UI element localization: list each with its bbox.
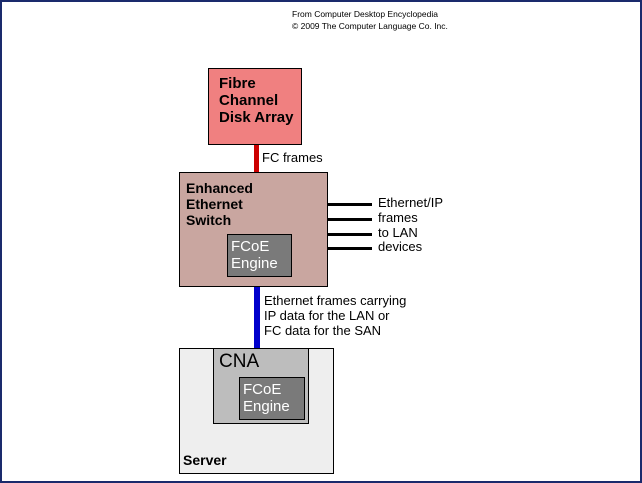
ethernet-link-label-line-3: FC data for the SAN	[264, 323, 382, 338]
fc-link-line	[254, 145, 259, 173]
switch-engine-line-1: FCoE	[231, 238, 270, 255]
ethernet-link-line	[254, 287, 260, 348]
switch-engine-line-2: Engine	[231, 255, 278, 272]
lan-link-2	[328, 218, 372, 221]
server-label: Server	[183, 452, 227, 468]
disk-array-label-line-3: Disk Array	[219, 109, 294, 126]
lan-link-4	[328, 247, 372, 250]
lan-label-line-4: devices	[378, 239, 423, 254]
fc-link-label: FC frames	[262, 150, 323, 165]
credit-line-2: © 2009 The Computer Language Co. Inc.	[292, 21, 448, 31]
switch-fcoe-engine: FCoE Engine	[227, 234, 292, 277]
lan-label-line-1: Ethernet/IP	[378, 195, 444, 210]
lan-link-1	[328, 203, 372, 206]
disk-array-box: Fibre Channel Disk Array	[208, 68, 302, 145]
cna-label: CNA	[219, 351, 260, 372]
lan-link-3	[328, 233, 372, 236]
ethernet-link-label-line-1: Ethernet frames carrying	[264, 293, 407, 308]
lan-label-line-2: frames	[378, 210, 418, 225]
disk-array-label-line-2: Channel	[219, 92, 279, 109]
ethernet-link-label-line-2: IP data for the LAN or	[264, 308, 390, 323]
switch-label-line-1: Enhanced	[186, 180, 253, 196]
cna-engine-line-1: FCoE	[243, 381, 282, 398]
switch-label-line-3: Switch	[186, 212, 232, 228]
lan-label-line-3: to LAN	[378, 225, 418, 240]
switch-label-line-2: Ethernet	[186, 196, 243, 212]
disk-array-label-line-1: Fibre	[219, 75, 256, 92]
cna-fcoe-engine: FCoE Engine	[239, 377, 305, 420]
credit-line-1: From Computer Desktop Encyclopedia	[292, 9, 438, 19]
cna-engine-line-2: Engine	[243, 398, 290, 415]
